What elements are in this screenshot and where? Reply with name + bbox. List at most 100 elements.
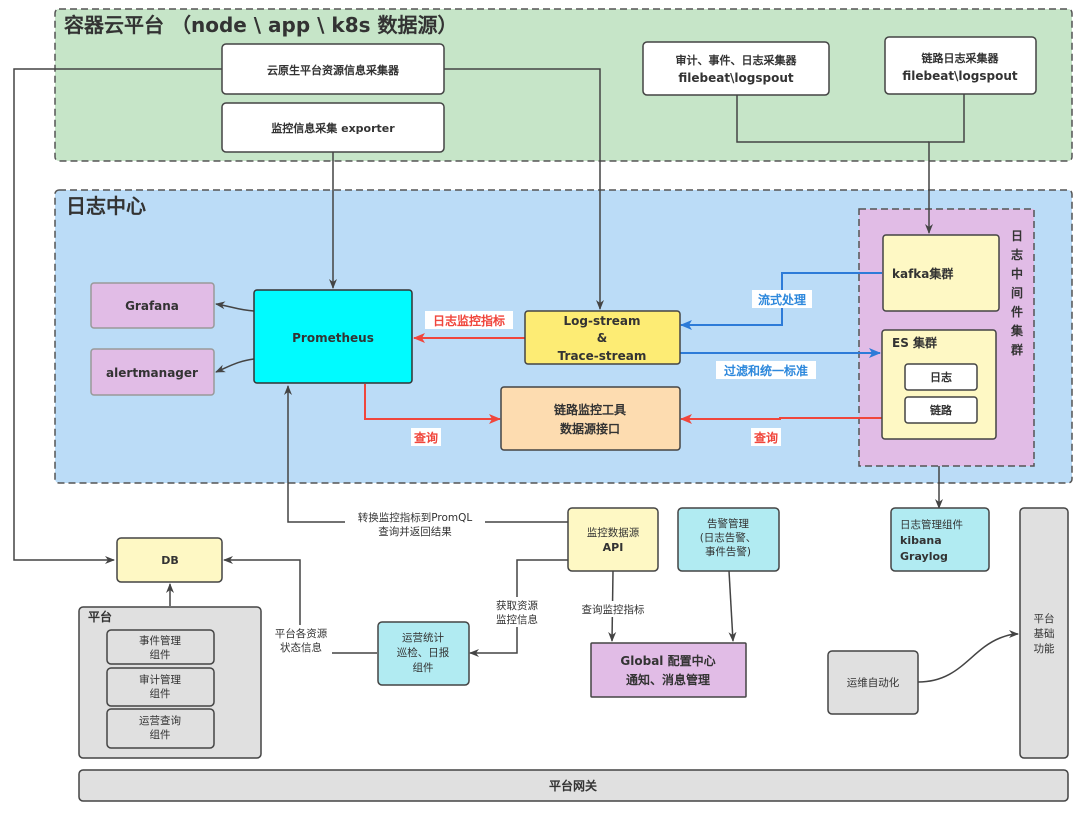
node-ops-query[interactable]: 运营查询 组件 [106, 708, 215, 749]
node-label: 组件 [150, 728, 171, 741]
node-label: 组件 [150, 687, 171, 700]
edge-audit-collector [736, 95, 929, 143]
node-resource-collector[interactable]: 云原生平台资源信息采集器 [221, 43, 445, 95]
label-platform-status: 状态信息 [280, 641, 322, 654]
node-label: 组件 [150, 648, 171, 661]
node-audit-mgmt[interactable]: 审计管理 组件 [106, 667, 215, 707]
node-label: 通知、消息管理 [626, 672, 710, 687]
node-global-config[interactable]: Global 配置中心 通知、消息管理 [590, 642, 747, 698]
node-trace-tool[interactable]: 链路监控工具 数据源接口 [500, 386, 681, 451]
edge-resource-to-logstream [444, 68, 604, 310]
edge-prometheus-to-alertmanager [215, 358, 255, 373]
node-label: (日志告警、 [700, 531, 757, 544]
node-label: 运营统计 [402, 631, 444, 644]
middleware-title-char: 群 [1010, 342, 1023, 357]
node-label: 日志管理组件 [900, 518, 963, 531]
node-label: Trace-stream [558, 349, 647, 363]
node-label: API [603, 541, 624, 554]
node-label: 事件管理 [139, 634, 181, 647]
node-label: Prometheus [292, 331, 374, 345]
edge-resource-to-db [13, 68, 222, 564]
middleware-title: 日 志 中 间 件 集 群 [1010, 229, 1024, 357]
node-label: ES 集群 [892, 335, 937, 350]
node-label: kafka集群 [892, 266, 953, 281]
label-promql: 查询并返回结果 [378, 525, 452, 538]
node-label: alertmanager [106, 366, 198, 380]
label-log-metrics: 日志监控指标 [433, 313, 505, 328]
node-label: 平台 [1034, 612, 1055, 625]
node-label: 运营查询 [139, 714, 181, 727]
edge-status-to-db [223, 556, 301, 625]
node-label: 监控信息采集 exporter [271, 121, 395, 135]
node-platform-basic[interactable]: 平台 基础 功能 [1019, 507, 1069, 759]
edge-es-to-tracetool [680, 414, 882, 424]
label-fetch-resource: 监控信息 [496, 613, 538, 626]
cloud-platform-title: 容器云平台 （node \ app \ k8s 数据源） [64, 13, 458, 37]
node-label: 链路日志采集器 [922, 51, 1000, 65]
node-trace-collector[interactable]: 链路日志采集器 filebeat\logspout [884, 36, 1037, 95]
node-ops-stats[interactable]: 运营统计 巡检、日报 组件 [377, 621, 470, 686]
node-label: filebeat\logspout [902, 69, 1018, 83]
node-alertmanager[interactable]: alertmanager [90, 348, 215, 396]
node-label: 组件 [413, 661, 434, 674]
platform-title: 平台 [88, 609, 112, 624]
label-promql: 转换监控指标到PromQL [358, 511, 473, 524]
middleware-title-char: 间 [1011, 285, 1023, 300]
node-gateway[interactable]: 平台网关 [78, 769, 1069, 802]
node-label: 审计、事件、日志采集器 [676, 53, 798, 67]
node-label: Log-stream [564, 314, 641, 328]
node-exporter[interactable]: 监控信息采集 exporter [221, 102, 445, 153]
label-platform-status: 平台各资源 [275, 627, 328, 640]
label-fetch-resource: 获取资源 [496, 599, 538, 612]
node-event-mgmt[interactable]: 事件管理 组件 [106, 629, 215, 665]
node-label: 运维自动化 [847, 676, 900, 689]
node-es-trace[interactable]: 链路 [904, 396, 978, 424]
edge-alert-to-globalconfig [728, 570, 737, 642]
node-grafana[interactable]: Grafana [90, 282, 215, 329]
node-label: 告警管理 [707, 517, 749, 530]
middleware-title-char: 件 [1011, 304, 1023, 319]
node-log-mgmt[interactable]: 日志管理组件 kibana Graylog [890, 507, 990, 572]
node-label: 功能 [1034, 642, 1056, 655]
middleware-title-char: 集 [1010, 323, 1024, 338]
edge-prometheus-to-grafana [215, 301, 255, 312]
node-audit-collector[interactable]: 审计、事件、日志采集器 filebeat\logspout [642, 41, 830, 96]
node-es-log[interactable]: 日志 [904, 363, 978, 391]
node-label: 事件告警) [705, 545, 751, 558]
node-label: 数据源接口 [560, 421, 620, 436]
label-stream-processing: 流式处理 [758, 292, 806, 307]
node-label: kibana [900, 534, 942, 547]
edge-trace-collector-to-kafka [925, 94, 965, 234]
middleware-title-char: 中 [1011, 266, 1023, 281]
node-label: 链路监控工具 [554, 402, 626, 417]
node-label: 云原生平台资源信息采集器 [267, 63, 400, 77]
label-query-metrics: 查询监控指标 [582, 603, 645, 616]
node-prometheus[interactable]: Prometheus [253, 289, 413, 384]
label-filter-standardize: 过滤和统一标准 [724, 363, 808, 378]
node-label: 基础 [1034, 627, 1055, 640]
edge-automation-to-basic [917, 630, 1019, 683]
edge-labels: 日志监控指标 流式处理 过滤和统一标准 查询 查询 转换监控指标到PromQL … [270, 290, 816, 655]
middleware-title-char: 志 [1011, 247, 1023, 262]
node-db[interactable]: DB [116, 537, 223, 583]
node-log-stream[interactable]: Log-stream & Trace-stream [524, 310, 681, 365]
node-label: filebeat\logspout [678, 71, 794, 85]
label-query-right: 查询 [753, 430, 778, 445]
node-label: 平台网关 [549, 778, 597, 793]
node-alert-mgmt[interactable]: 告警管理 (日志告警、 事件告警) [677, 507, 780, 572]
node-label: Global 配置中心 [620, 653, 715, 668]
node-ops-automation[interactable]: 运维自动化 [827, 650, 919, 715]
middleware-title-char: 日 [1011, 229, 1023, 243]
node-label: Grafana [125, 299, 179, 313]
node-label: & [597, 331, 607, 345]
log-center-title: 日志中心 [66, 194, 146, 218]
platform-group: 平台 事件管理 组件 审计管理 组件 运营查询 组件 [78, 606, 262, 759]
node-es-cluster[interactable]: ES 集群 日志 链路 [881, 329, 997, 440]
node-kafka[interactable]: kafka集群 [882, 234, 1000, 312]
node-monitor-api[interactable]: 监控数据源 API [567, 507, 659, 572]
node-label: 链路 [930, 403, 953, 417]
node-label: 巡检、日报 [397, 646, 450, 659]
label-query-left: 查询 [413, 430, 438, 445]
node-label: 监控数据源 [587, 526, 640, 539]
node-label: DB [161, 554, 179, 567]
